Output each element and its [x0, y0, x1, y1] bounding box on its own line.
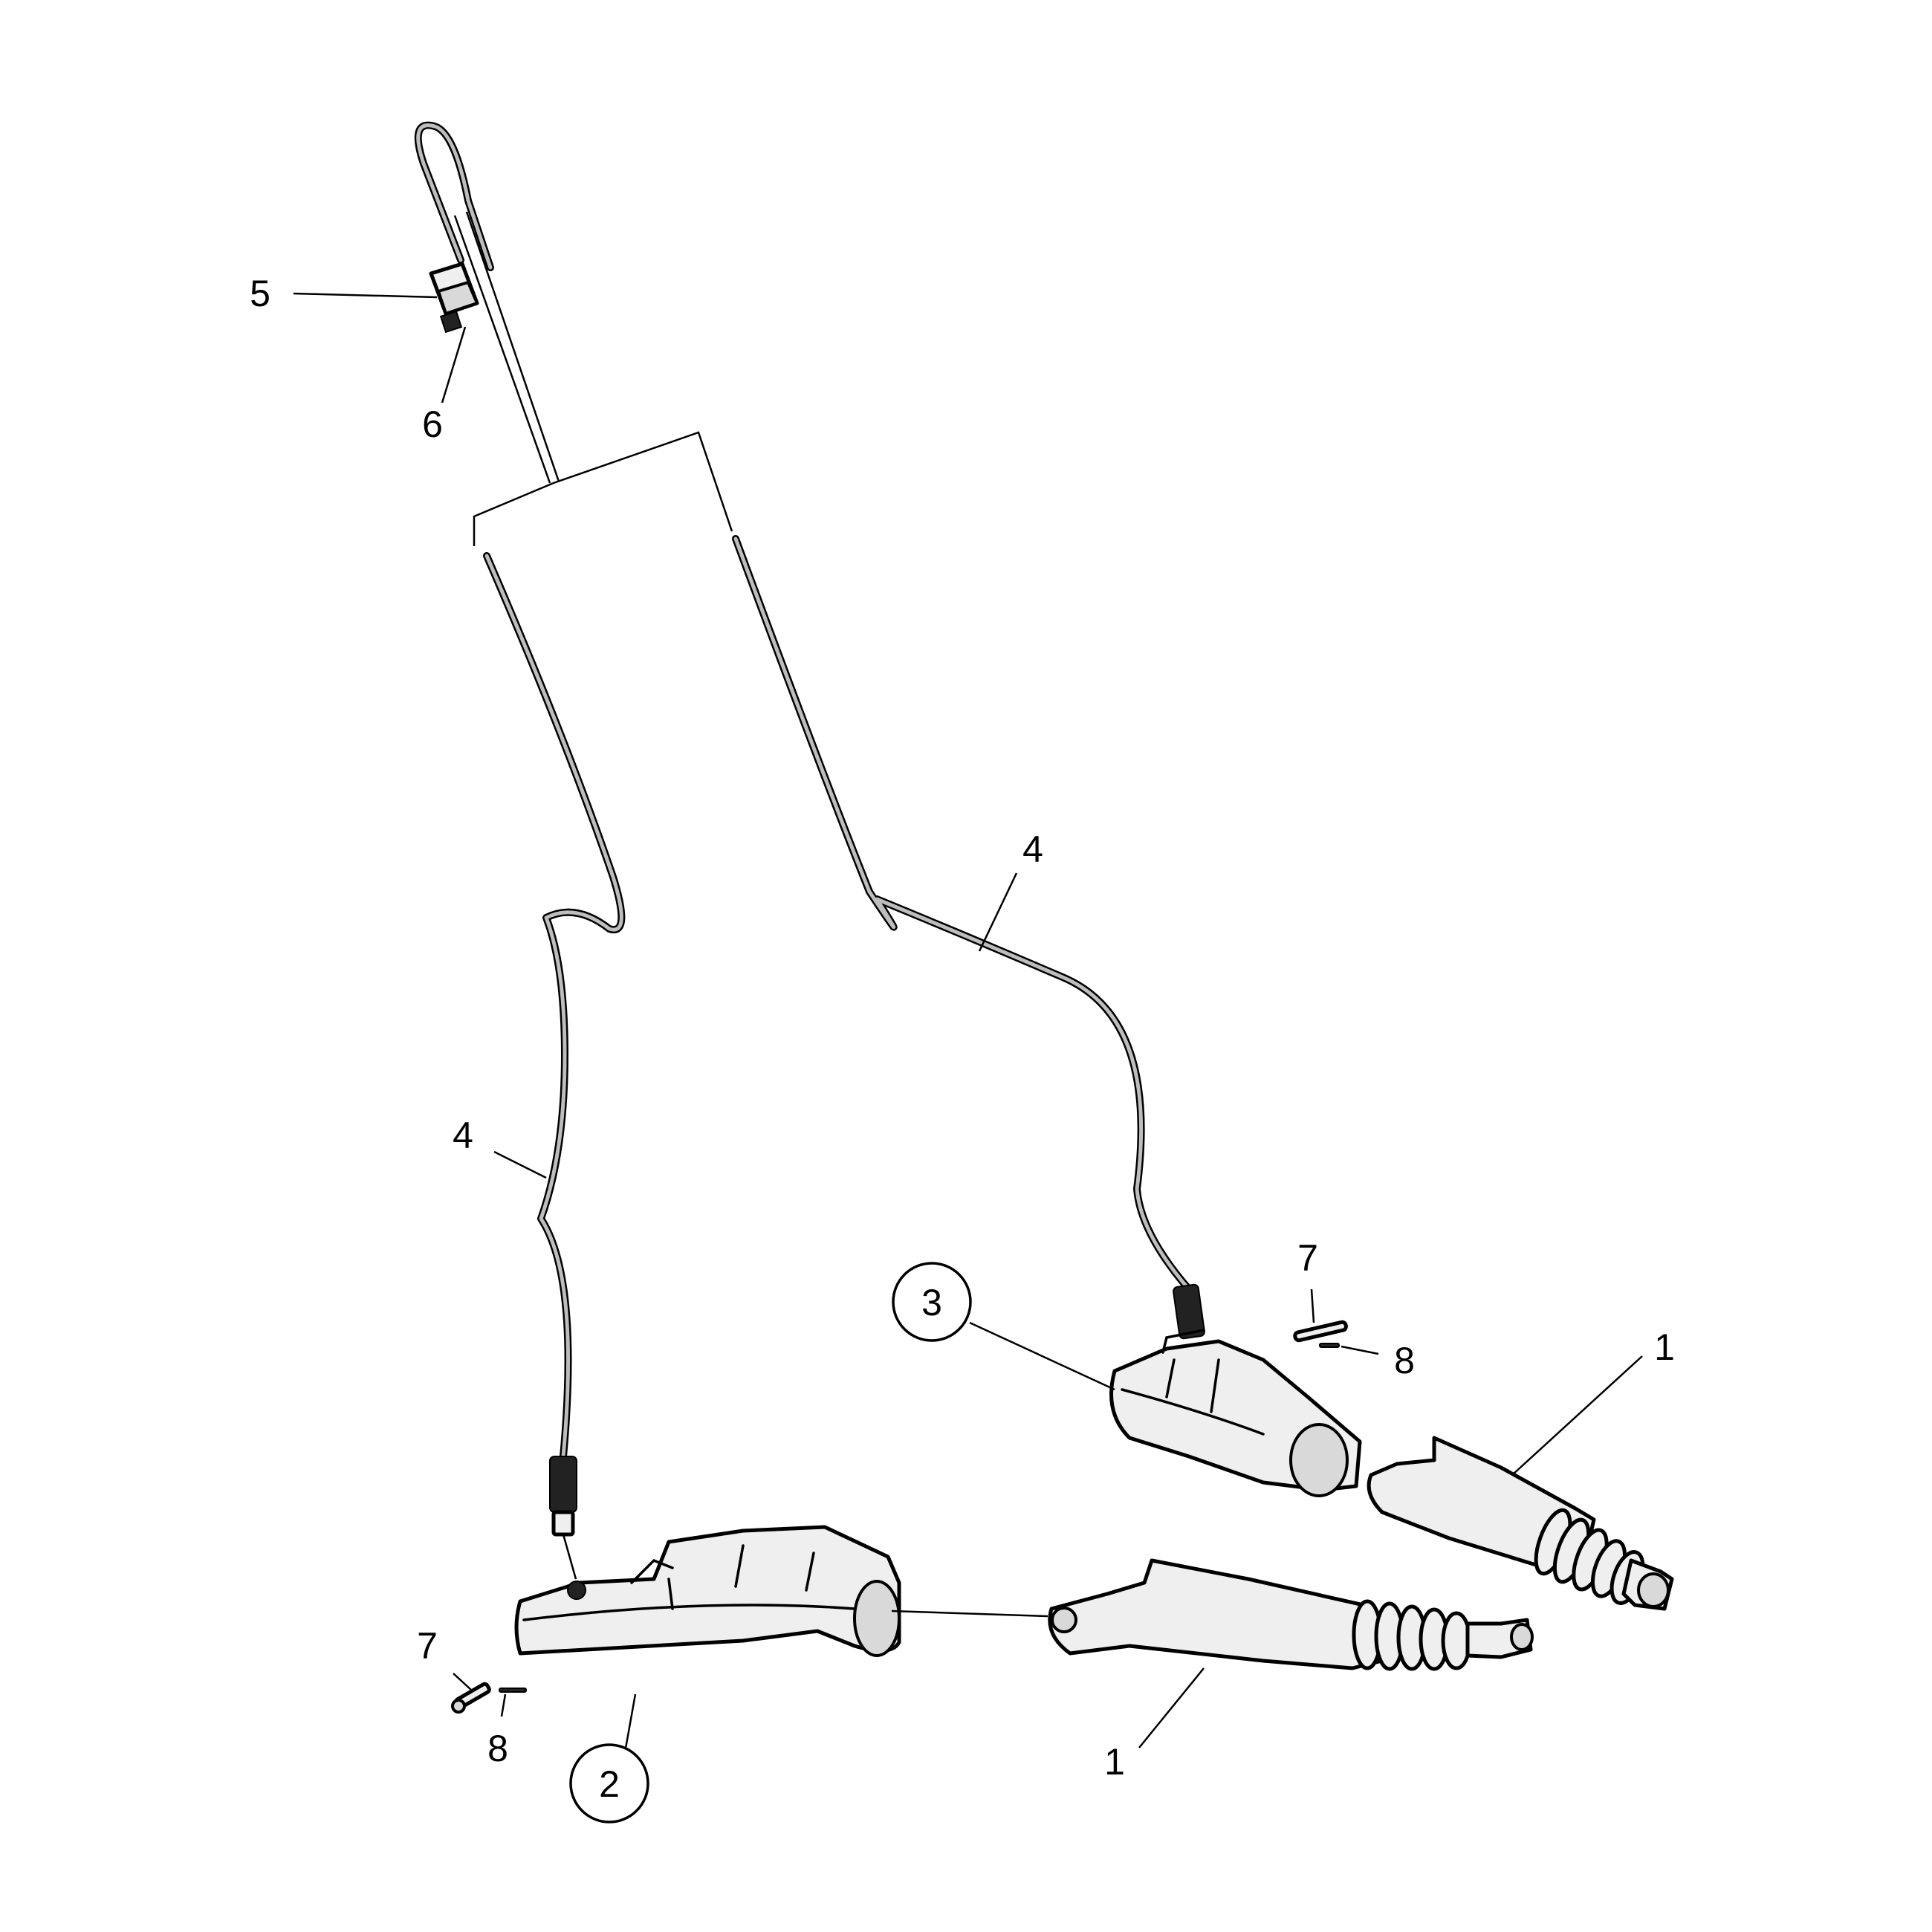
actuator-mount-left-icon [514, 1525, 901, 1657]
linear-actuator-upper-icon [1367, 1436, 1674, 1611]
callout-7-right: 7 [1297, 1237, 1318, 1279]
callout-3-circle [892, 1262, 972, 1342]
strain-relief-left-icon [549, 1456, 577, 1580]
pin-right-icon [1293, 1320, 1348, 1343]
pin-left-icon [451, 1682, 491, 1714]
callout-7-left: 7 [417, 1625, 438, 1667]
callout-1-lower: 1 [1104, 1741, 1125, 1783]
callout-4-right: 4 [1022, 829, 1043, 870]
connector-icon [429, 262, 479, 334]
callout-2-circle [569, 1743, 649, 1824]
callout-8-left: 8 [487, 1728, 508, 1769]
clip-right-icon [1319, 1343, 1340, 1348]
actuator-mount-right-icon [1109, 1329, 1362, 1497]
cable-harness-icon [414, 121, 1193, 1460]
callout-6: 6 [422, 403, 443, 445]
strain-relief-right-icon [1173, 1283, 1205, 1340]
clip-left-icon [499, 1688, 527, 1693]
callout-2: 2 [599, 1763, 620, 1805]
leader-lines [293, 292, 1643, 1766]
bellows-lower-icon [1352, 1599, 1472, 1671]
callout-5: 5 [250, 273, 270, 314]
callout-1-upper: 1 [1654, 1326, 1675, 1368]
linear-actuator-lower-icon [1048, 1558, 1534, 1671]
callout-8-right: 8 [1394, 1340, 1415, 1381]
callout-4-left: 4 [453, 1115, 473, 1156]
callout-3: 3 [921, 1282, 942, 1323]
